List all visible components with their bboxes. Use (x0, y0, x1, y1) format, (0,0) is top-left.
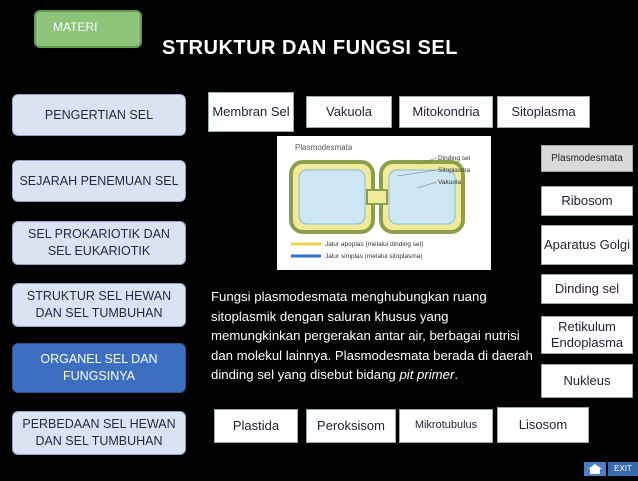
nav-perbedaan-sel-hewan-tumbuhan[interactable]: PERBEDAAN SEL HEWAN DAN SEL TUMBUHAN (12, 411, 186, 455)
description-italic: pit primer (399, 367, 455, 382)
organel-membran-sel[interactable]: Membran Sel (208, 92, 294, 132)
exit-button[interactable]: EXIT (608, 462, 638, 476)
organel-ribosom[interactable]: Ribosom (541, 186, 633, 216)
organel-vakuola[interactable]: Vakuola (306, 96, 392, 128)
nav-sejarah-penemuan-sel[interactable]: SEJARAH PENEMUAN SEL (12, 160, 186, 202)
nav-pengertian-sel[interactable]: PENGERTIAN SEL (12, 94, 186, 136)
plasmodesmata-description: Fungsi plasmodesmata menghubungkan ruang… (211, 287, 541, 385)
description-text: Fungsi plasmodesmata menghubungkan ruang… (211, 289, 533, 382)
organel-retikulum-endoplasma[interactable]: Retikulum Endoplasma (541, 316, 633, 354)
organel-dinding-sel[interactable]: Dinding sel (541, 274, 633, 304)
organel-sitoplasma[interactable]: Sitoplasma (497, 96, 590, 128)
nav-organel-sel-fungsinya[interactable]: ORGANEL SEL DAN FUNGSINYA (12, 343, 186, 393)
organel-mikrotubulus[interactable]: Mikrotubulus (399, 409, 493, 443)
label-dinding-sel: Dinding sel (438, 155, 471, 162)
legend-apoplas: Jalur apoplas (melalui dinding sel) (325, 241, 423, 248)
organel-plastida[interactable]: Plastida (214, 409, 298, 443)
organel-lisosom[interactable]: Lisosom (497, 407, 589, 443)
organel-peroksisom[interactable]: Peroksisom (306, 409, 396, 443)
left-vacuole (298, 169, 366, 225)
label-vakuola: Vakuola (438, 179, 461, 186)
plasmodesma-channel (366, 189, 388, 205)
organel-nukleus[interactable]: Nukleus (541, 364, 633, 398)
legend-simplas: Jalur simplas (melalui sitoplasma) (325, 253, 423, 260)
right-vacuole (388, 169, 456, 225)
plasmodesmata-diagram: Plasmodesmata Dinding sel Sitoplasma Vak… (277, 136, 491, 270)
page-title: STRUKTUR DAN FUNGSI SEL (162, 37, 458, 59)
nav-struktur-sel-hewan-tumbuhan[interactable]: STRUKTUR SEL HEWAN DAN SEL TUMBUHAN (12, 283, 186, 327)
diagram-title: Plasmodesmata (295, 143, 353, 152)
organel-plasmodesmata[interactable]: Plasmodesmata (541, 145, 633, 172)
label-sitoplasma: Sitoplasma (438, 167, 471, 174)
nav-sel-prokariotik-eukariotik[interactable]: SEL PROKARIOTIK DAN SEL EUKARIOTIK (12, 221, 186, 265)
organel-aparatus-golgi[interactable]: Aparatus Golgi (541, 225, 633, 265)
description-end: . (454, 367, 459, 382)
plasmodesmata-illustration: Plasmodesmata Dinding sel Sitoplasma Vak… (289, 143, 471, 260)
materi-tab[interactable]: MATERI (34, 10, 142, 48)
home-icon[interactable] (584, 462, 606, 476)
organel-mitokondria[interactable]: Mitokondria (399, 96, 493, 128)
